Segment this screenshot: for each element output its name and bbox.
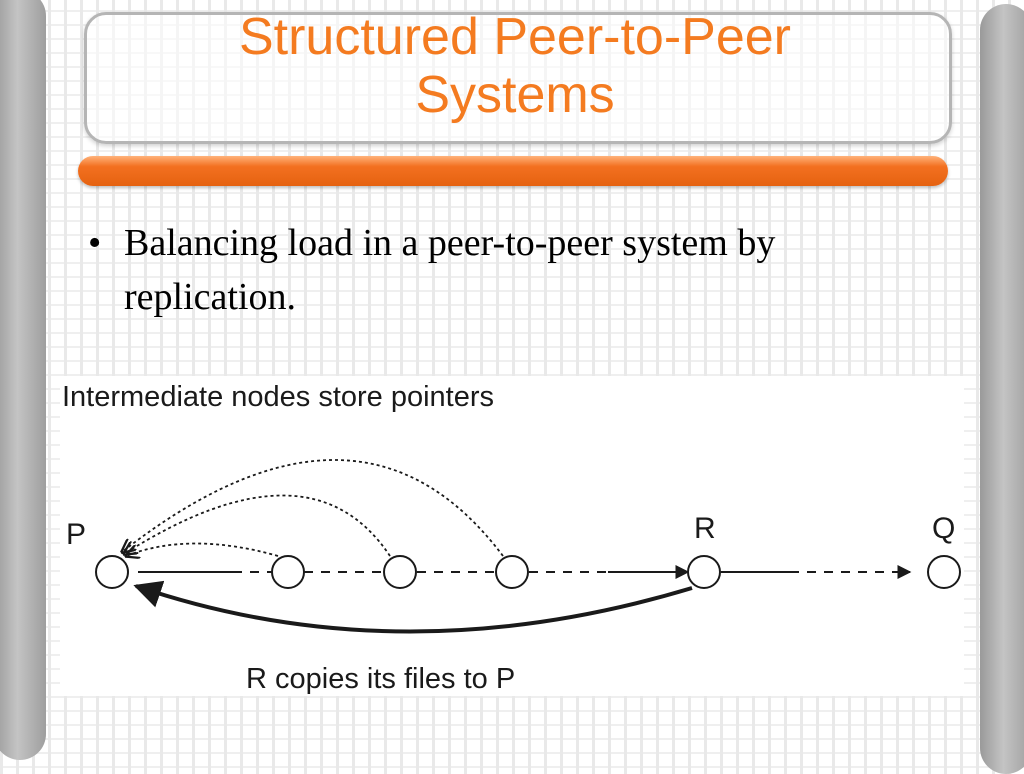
- node-intermediate-1: [271, 555, 305, 589]
- slide-title: Structured Peer-to-Peer Systems: [84, 8, 946, 124]
- bullet-item: • Balancing load in a peer-to-peer syste…: [88, 216, 938, 324]
- node-label-p: P: [66, 518, 86, 551]
- diagram-caption-bottom: R copies its files to P: [246, 663, 515, 695]
- title-underline-bar: [78, 156, 948, 186]
- diagram-canvas: Intermediate nodes store pointers P R Q …: [62, 381, 961, 695]
- bullet-list: • Balancing load in a peer-to-peer syste…: [88, 216, 938, 324]
- diagram-caption-top: Intermediate nodes store pointers: [62, 381, 494, 413]
- bullet-marker: •: [88, 222, 102, 264]
- bullet-text-line-2: replication.: [124, 276, 296, 318]
- node-label-r: R: [694, 512, 716, 545]
- pointer-arrow-3: [122, 459, 504, 557]
- pointer-arrow-1: [126, 542, 279, 557]
- node-label-q: Q: [932, 512, 955, 545]
- right-decorative-pill: [980, 4, 1024, 774]
- pointer-arrow-2: [124, 494, 391, 557]
- node-q: [927, 555, 961, 589]
- node-r: [687, 555, 721, 589]
- replication-diagram: Intermediate nodes store pointers P R Q …: [60, 376, 964, 696]
- node-p: [95, 555, 129, 589]
- node-intermediate-3: [495, 555, 529, 589]
- title-frame: [84, 12, 952, 144]
- slide-title-line-2: Systems: [415, 66, 615, 124]
- left-decorative-pill: [0, 0, 46, 760]
- node-intermediate-2: [383, 555, 417, 589]
- slide-title-line-1: Structured Peer-to-Peer: [238, 8, 792, 66]
- bullet-text-line-1: Balancing load in a peer-to-peer system …: [124, 222, 776, 264]
- replication-arrow-r-to-p: [133, 580, 693, 634]
